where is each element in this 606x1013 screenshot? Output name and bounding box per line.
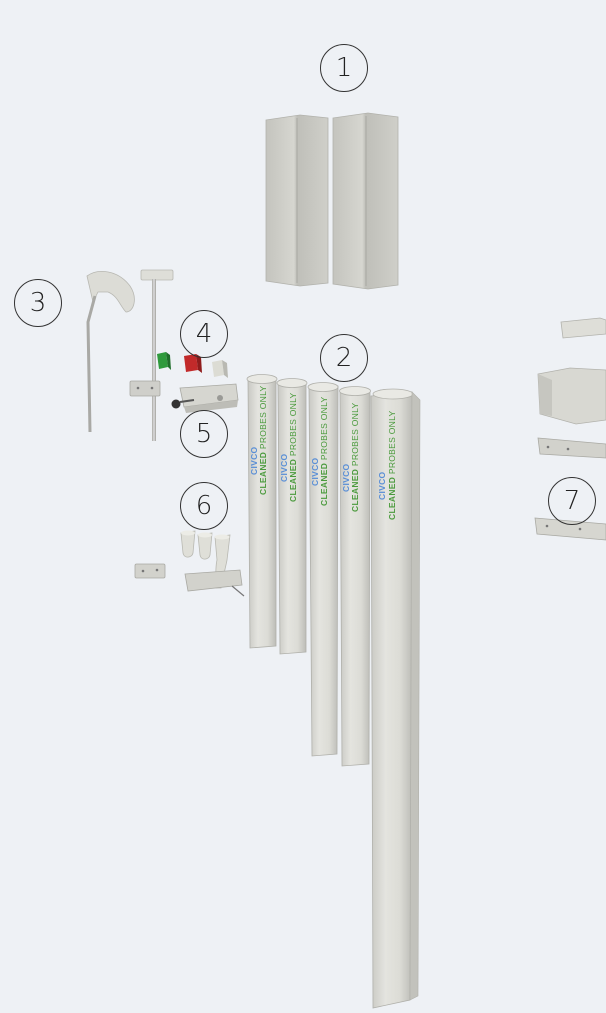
tube-5-label: CLEANED PROBES ONLY [387, 411, 397, 520]
callout-1: 1 [320, 44, 368, 92]
part-6-probe-cups [135, 531, 244, 597]
callout-6: 6 [180, 482, 228, 530]
callout-3: 3 [14, 279, 62, 327]
callout-4: 4 [180, 310, 228, 358]
part-4-indicator-clips [157, 352, 228, 378]
tube-2-brand: CIVCO [279, 453, 289, 482]
part-2-probe-tubes: CLEANED PROBES ONLY CIVCO CLEANED PROBES… [247, 375, 420, 1009]
callout-2: 2 [320, 334, 368, 382]
part-1-storage-covers [266, 113, 398, 289]
part-5-key-bracket [172, 384, 239, 413]
tube-4-brand: CIVCO [341, 463, 351, 492]
tube-3-label: CLEANED PROBES ONLY [319, 397, 329, 506]
tube-5-brand: CIVCO [377, 471, 387, 500]
callout-5: 5 [180, 410, 228, 458]
tube-4-label: CLEANED PROBES ONLY [350, 403, 360, 512]
tube-1-label: CLEANED PROBES ONLY [258, 386, 268, 495]
tube-1-brand: CIVCO [249, 446, 259, 475]
tube-3-brand: CIVCO [310, 457, 320, 486]
tube-2-label: CLEANED PROBES ONLY [288, 393, 298, 502]
callout-7: 7 [548, 477, 596, 525]
